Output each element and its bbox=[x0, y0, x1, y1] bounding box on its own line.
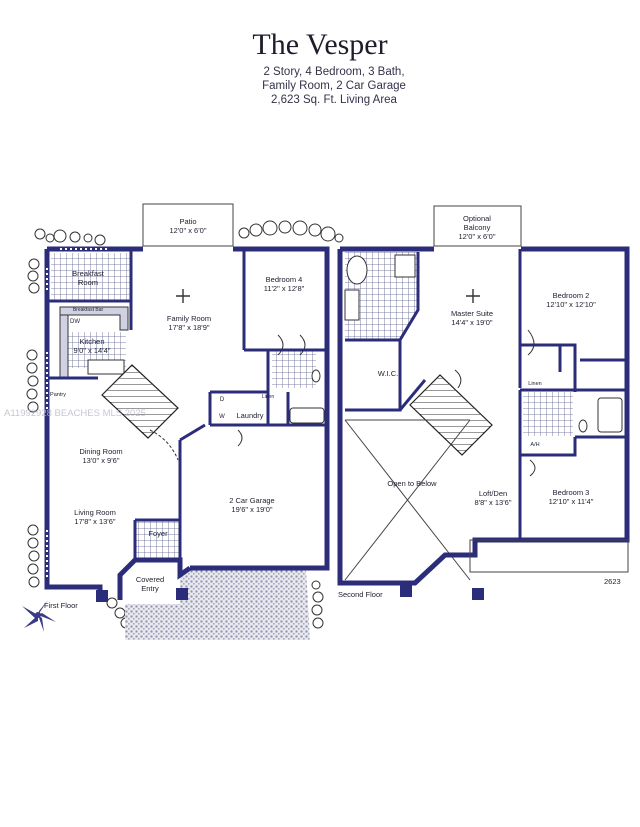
open-to-below-label: Open to Below bbox=[387, 479, 437, 488]
bath2-tile bbox=[523, 392, 573, 436]
linen-label-second: Linen bbox=[528, 381, 541, 387]
garage-size: 19'6" x 19'0" bbox=[231, 505, 272, 514]
patio-label: Patio bbox=[179, 217, 196, 226]
shrubs-top bbox=[34, 220, 344, 246]
dining-room-size: 13'0" x 9'6" bbox=[83, 456, 120, 465]
master-tub-icon bbox=[346, 255, 368, 285]
plan-subtitle-line2: Family Room, 2 Car Garage bbox=[262, 80, 406, 92]
tub-icon bbox=[289, 407, 325, 424]
family-room-size: 17'8" x 18'9" bbox=[168, 323, 209, 332]
breakfast-bar-label: Breakfast Bar bbox=[73, 307, 104, 313]
dw-label: DW bbox=[70, 319, 80, 325]
pantry-label: Pantry bbox=[50, 392, 66, 398]
ah-label: A/H bbox=[530, 442, 539, 448]
foyer-tile bbox=[135, 520, 181, 560]
patio-size: 12'0" x 6'0" bbox=[170, 226, 207, 235]
breakfast-label: Breakfast bbox=[72, 269, 105, 278]
family-room-fan-icon bbox=[176, 289, 190, 303]
first-floor-plan bbox=[22, 203, 344, 640]
entry-walk bbox=[125, 604, 185, 640]
second-floor-plan bbox=[337, 205, 630, 600]
bedroom2-label: Bedroom 2 bbox=[553, 291, 590, 300]
plan-number: 2623 bbox=[604, 577, 621, 586]
bedroom3-size: 12'10" x 11'4" bbox=[549, 497, 594, 506]
breakfast-label-2: Room bbox=[78, 278, 98, 287]
balcony-size: 12'0" x 6'0" bbox=[459, 232, 496, 241]
loft-label: Loft/Den bbox=[479, 489, 507, 498]
kitchen-label: Kitchen bbox=[79, 337, 104, 346]
bedroom3-label: Bedroom 3 bbox=[553, 488, 590, 497]
bedroom4-size: 11'2" x 12'8" bbox=[264, 284, 305, 293]
living-room-size: 17'8" x 13'6" bbox=[74, 517, 115, 526]
foyer-label: Foyer bbox=[148, 529, 168, 538]
family-room-label: Family Room bbox=[167, 314, 211, 323]
living-room-label: Living Room bbox=[74, 508, 116, 517]
plan-subtitle-line3: 2,623 Sq. Ft. Living Area bbox=[271, 94, 397, 106]
second-floor-stairs bbox=[409, 374, 493, 456]
wic-label: W.I.C. bbox=[378, 369, 398, 378]
second-floor-caption: Second Floor bbox=[338, 590, 383, 599]
shrubs-left bbox=[26, 258, 40, 588]
toilet-icon bbox=[311, 369, 321, 383]
kitchen-island bbox=[87, 359, 125, 375]
kitchen-size: 9'0" x 14'4" bbox=[74, 346, 111, 355]
first-floor-caption: First Floor bbox=[44, 601, 78, 610]
covered-entry-label-2: Entry bbox=[141, 584, 159, 593]
balcony bbox=[433, 205, 522, 247]
balcony-label-2: Balcony bbox=[464, 223, 491, 232]
plan-subtitle-line1: 2 Story, 4 Bedroom, 3 Bath, bbox=[263, 66, 405, 78]
mls-watermark: A11992928 BEACHES MLS 2025 bbox=[4, 408, 146, 419]
washer-label: W bbox=[219, 414, 225, 420]
master-fan-icon bbox=[466, 289, 480, 303]
covered-entry-label: Covered bbox=[136, 575, 164, 584]
palm-plant bbox=[22, 600, 56, 632]
dining-room-label: Dining Room bbox=[79, 447, 122, 456]
bedroom4-label: Bedroom 4 bbox=[266, 275, 303, 284]
patio bbox=[142, 203, 234, 247]
linen-label-first: Linen bbox=[262, 394, 274, 400]
balcony-label: Optional bbox=[463, 214, 491, 223]
laundry-label: Laundry bbox=[236, 411, 263, 420]
dryer-label: D bbox=[220, 397, 225, 403]
bath-tile bbox=[272, 350, 316, 388]
first-floor-stairs bbox=[101, 364, 179, 439]
garage-label: 2 Car Garage bbox=[229, 496, 274, 505]
master-suite-size: 14'4" x 19'0" bbox=[451, 318, 492, 327]
master-suite-label: Master Suite bbox=[451, 309, 493, 318]
bedroom2-size: 12'10" x 12'10" bbox=[546, 300, 596, 309]
loft-size: 8'8" x 13'6" bbox=[475, 498, 512, 507]
breakfast-tile bbox=[51, 253, 131, 301]
plan-title: The Vesper bbox=[252, 28, 388, 61]
